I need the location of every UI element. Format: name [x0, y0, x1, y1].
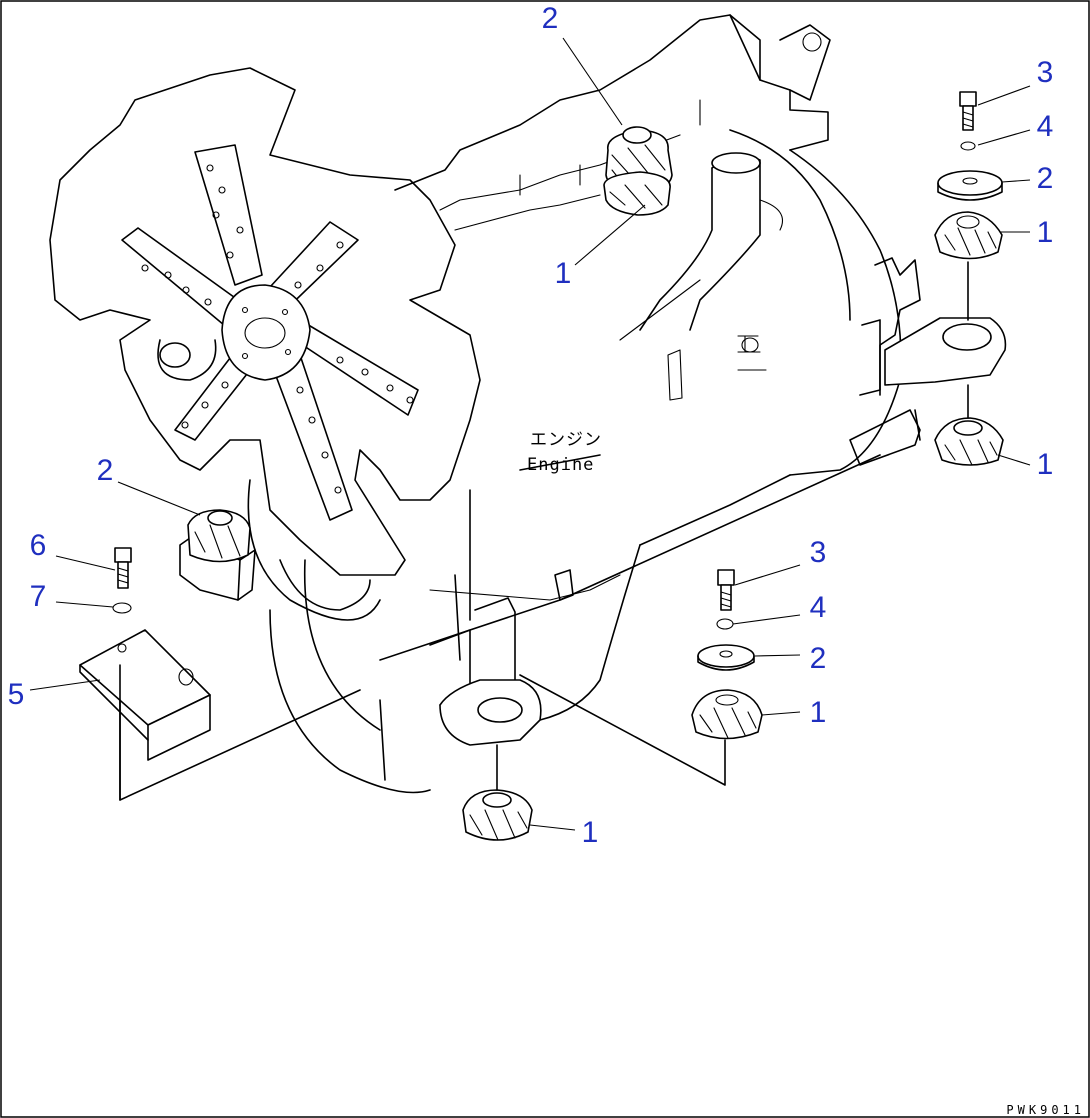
callout-2-left: 2 — [97, 454, 114, 487]
bolt-left — [114, 547, 132, 589]
front-right-bracket — [429, 597, 542, 746]
washer-plate-rear — [937, 170, 1003, 196]
callout-2-rear: 2 — [1037, 162, 1054, 195]
callout-1-rear-lower: 1 — [1037, 448, 1054, 481]
callout-1-front: 1 — [810, 696, 827, 729]
cushion-rear-lower — [934, 384, 1004, 466]
cushion-left-side — [187, 509, 251, 563]
bolt-rear — [959, 91, 977, 131]
callout-3-front: 3 — [810, 536, 827, 569]
engine-block — [269, 14, 902, 794]
bolt-front — [717, 569, 735, 611]
callout-3-rear: 3 — [1037, 56, 1054, 89]
top-cushion-assembly — [603, 126, 673, 216]
leader-lines — [29, 37, 1031, 831]
cooling-fan — [49, 67, 481, 621]
callout-1-rear-upper: 1 — [1037, 216, 1054, 249]
callout-1-bottom: 1 — [582, 816, 599, 849]
cushion-front-bottom — [462, 744, 533, 841]
drawing-code: PWK9011 — [1006, 1103, 1085, 1117]
callout-6: 6 — [30, 529, 47, 562]
lockwasher-rear — [960, 141, 976, 151]
cushion-front-right — [691, 689, 763, 740]
fan-rivets — [141, 164, 414, 494]
callouts: 2 3 4 2 1 1 1 2 6 7 5 3 4 2 1 1 — [8, 2, 1054, 849]
callout-2-top: 2 — [542, 2, 559, 35]
callout-2-front: 2 — [810, 642, 827, 675]
callout-1-top: 1 — [555, 257, 572, 290]
callout-7: 7 — [30, 580, 47, 613]
lockwasher-front — [716, 618, 734, 630]
callout-4-front: 4 — [810, 591, 827, 624]
callout-5: 5 — [8, 678, 25, 711]
frame-line — [519, 674, 726, 786]
rear-right-bracket — [849, 257, 1007, 466]
callout-4-rear: 4 — [1037, 110, 1054, 143]
engine-label-jp: エンジン — [530, 430, 602, 450]
washer-plate-rear-side — [937, 182, 1003, 201]
engine-label-en: Engine — [527, 455, 594, 475]
washer-plate-front — [697, 644, 755, 668]
cushion-rear-upper — [934, 211, 1003, 321]
washer-left — [112, 602, 132, 614]
